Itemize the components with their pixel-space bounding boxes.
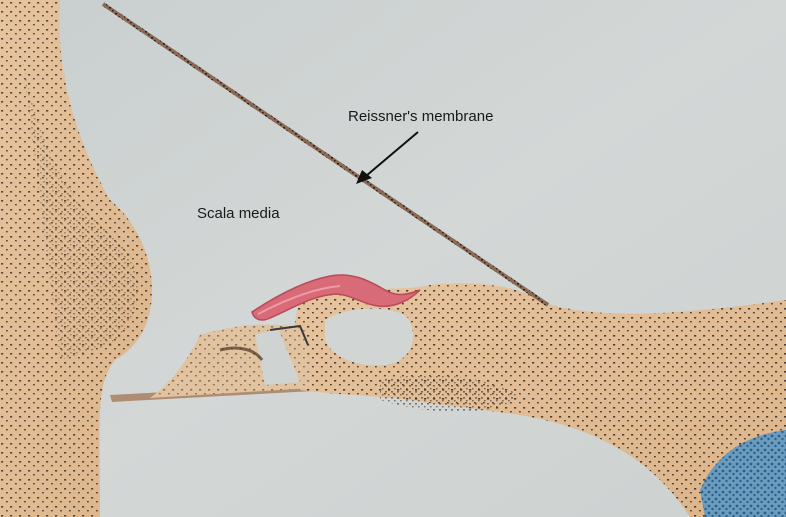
scala-media-label: Scala media [197,205,280,222]
reissners-membrane-label: Reissner's membrane [348,108,493,125]
